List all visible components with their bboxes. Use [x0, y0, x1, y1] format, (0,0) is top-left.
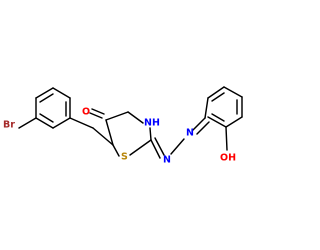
label-layer: Br O NH S N N OH [3, 107, 236, 166]
hydroxyphenyl-bond [223, 86, 243, 98]
carbonyl-oxygen-label: O [82, 107, 90, 118]
molecule-diagram: Br O NH S N N OH [3, 86, 243, 166]
bromophenyl-bond [35, 117, 54, 129]
benzyl-bond [92, 127, 114, 146]
carbonyl-bond [91, 108, 105, 115]
hydroxyphenyl-bond [207, 86, 225, 99]
ring-sulfur-label: S [121, 152, 128, 163]
hydroxyphenyl-bond [204, 97, 209, 119]
hydroxyphenyl-bond [225, 116, 243, 128]
bromophenyl-inner-bond [39, 113, 54, 123]
hydrazone-n2-label: N [186, 128, 194, 139]
benzyl-bond [69, 117, 94, 129]
hydroxyl-bond [225, 126, 228, 151]
thiazolidinone-bond [105, 119, 114, 146]
hydroxyphenyl-bond [207, 116, 227, 128]
azomethine-bond [196, 121, 210, 135]
bromophenyl-bond [52, 117, 71, 129]
hydroxyphenyl-inner-bond [211, 113, 225, 122]
bromophenyl-bond [35, 87, 54, 99]
bromophenyl-bond [52, 87, 71, 99]
molecule-svg: Br O NH S N N OH [3, 86, 243, 166]
hydroxyl-label: OH [220, 153, 236, 164]
bromophenyl-bond [18, 117, 37, 129]
bond-layer [18, 86, 243, 159]
hydroxyphenyl-inner-bond [211, 92, 225, 102]
azomethine-bond [192, 117, 206, 131]
imine-bond [150, 139, 161, 159]
thiazolidinone-bond [129, 139, 152, 156]
thiazolidinone-bond [112, 144, 120, 157]
bromophenyl-inner-bond [39, 93, 54, 103]
bromine-label: Br [3, 120, 15, 131]
hydrazone-n1-label: N [163, 155, 171, 166]
ring-nh-label: NH [144, 118, 160, 129]
thiazolidinone-bond [105, 111, 129, 121]
hydrazine-bond [170, 138, 185, 155]
thiazolidinone-bond [149, 127, 152, 141]
thiazolidinone-bond [127, 111, 144, 124]
carbonyl-bond [89, 112, 103, 119]
imine-bond [154, 137, 165, 156]
